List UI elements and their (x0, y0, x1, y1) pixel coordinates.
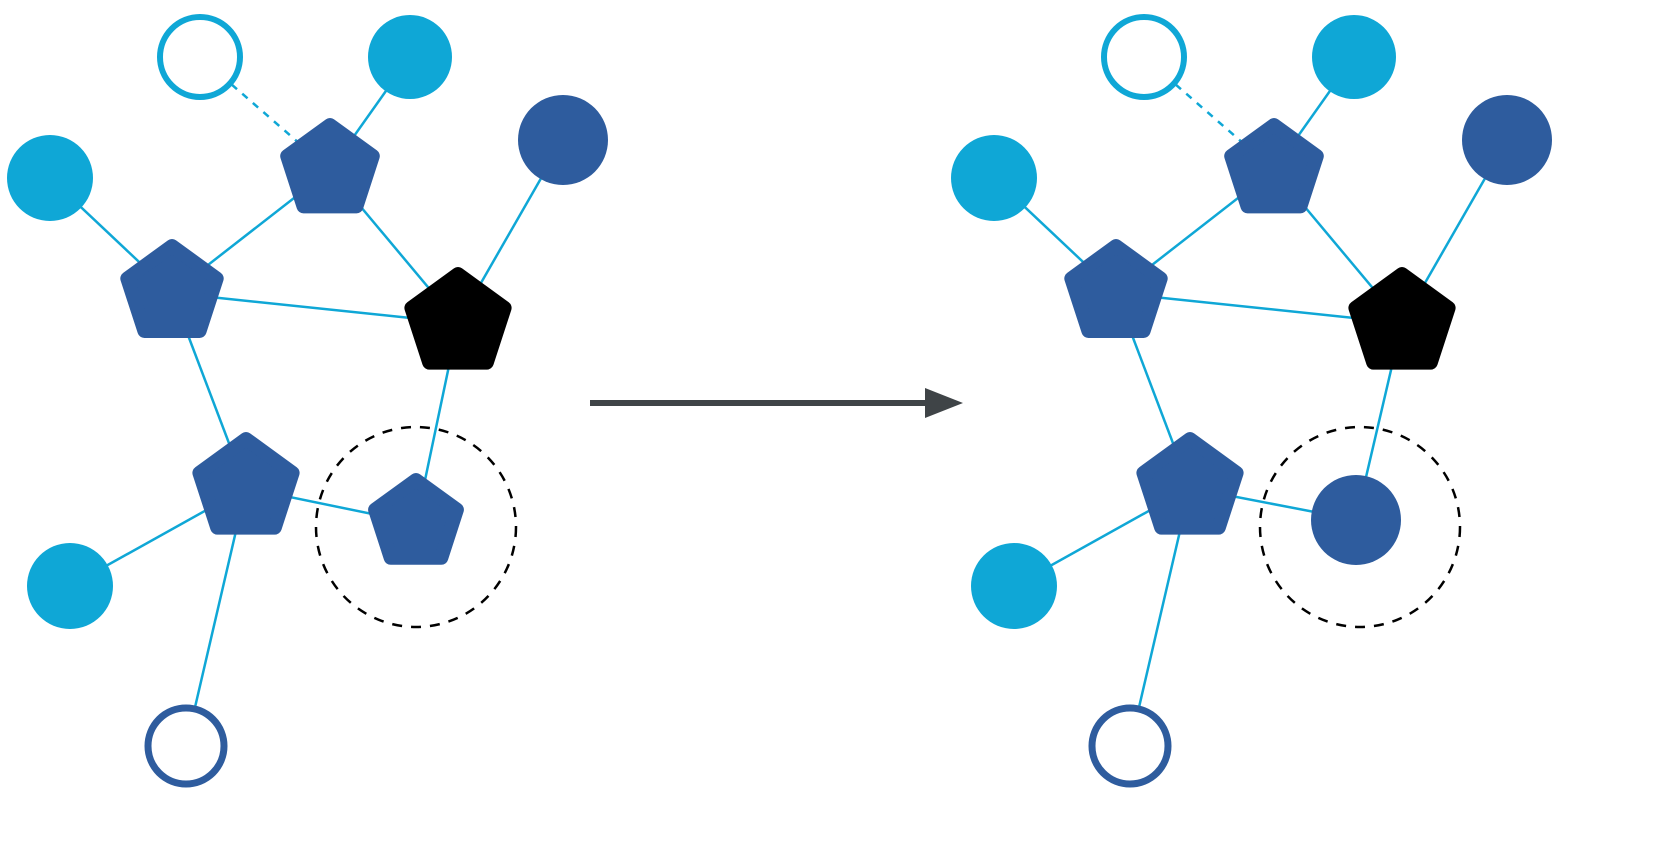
node-pentagon-black-center (1348, 267, 1456, 370)
node-cyan-circle-left (951, 135, 1037, 221)
node-cyan-circle-top (368, 15, 452, 99)
node-open-cyan-circle-top-left (1101, 14, 1187, 100)
node-cyan-circle-top (1312, 15, 1396, 99)
node-cyan-circle-bottom-left (27, 543, 113, 629)
node-dark-circle-top-right (518, 95, 608, 185)
node-pentagon-top (280, 118, 380, 214)
node-dark-circle-top-right (1462, 95, 1552, 185)
node-pentagon-mid-left (120, 239, 224, 338)
node-pentagon-top (1224, 118, 1324, 214)
graph-after (951, 14, 1552, 788)
node-cyan-circle-left (7, 135, 93, 221)
transformation-arrow-head (925, 388, 963, 418)
node-pentagon-black-center (404, 267, 512, 370)
node-pentagon-mid-left (1064, 239, 1168, 338)
graph-before (7, 14, 608, 788)
node-pentagon-highlighted (368, 473, 464, 565)
node-cyan-circle-bottom-left (971, 543, 1057, 629)
node-open-blue-circle-bottom (1088, 704, 1172, 788)
node-pentagon-bottom (1136, 432, 1244, 535)
node-pentagon-bottom (192, 432, 300, 535)
highlight-dashed-circle-before (314, 425, 518, 629)
highlight-dashed-circle-after (1258, 425, 1462, 629)
node-circle-highlighted (1311, 475, 1401, 565)
node-open-cyan-circle-top-left (157, 14, 243, 100)
node-open-blue-circle-bottom (144, 704, 228, 788)
